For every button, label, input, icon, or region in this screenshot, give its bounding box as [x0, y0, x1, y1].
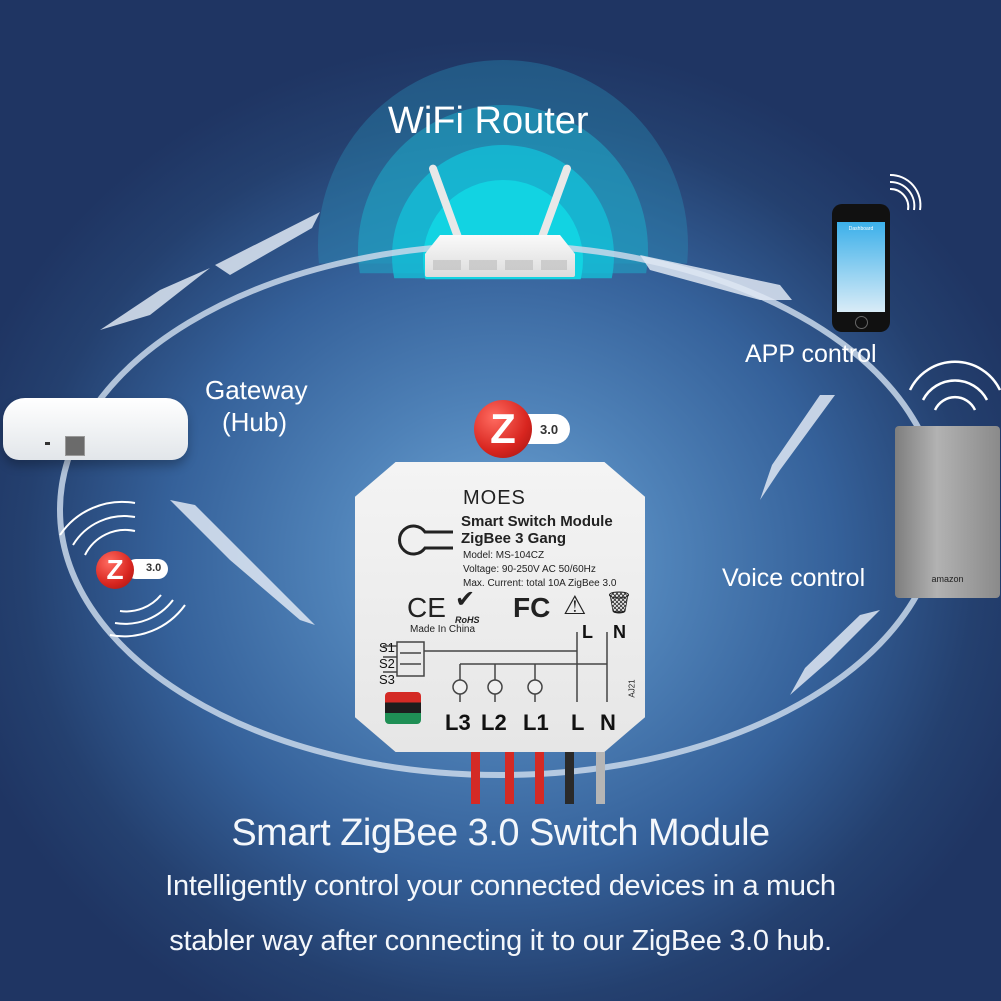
zigbee-logo-icon: Z	[96, 551, 134, 589]
wire-n	[596, 752, 605, 804]
gateway-label-line2: (Hub)	[222, 407, 288, 437]
weee-bin-icon: 🗑	[605, 590, 633, 615]
module-current: Max. Current: total 10A ZigBee 3.0	[463, 578, 617, 589]
module-name: Smart Switch Module	[461, 513, 613, 530]
phone-home-button	[855, 316, 868, 329]
router-antenna-right	[537, 163, 573, 242]
headline: Smart ZigBee 3.0 Switch Module	[231, 812, 770, 854]
arrow-to-app	[640, 255, 792, 300]
wiring-diagram	[383, 632, 608, 702]
smart-speaker: amazon	[895, 426, 1000, 598]
wire-l	[565, 752, 574, 804]
app-control-label: APP control	[745, 340, 877, 368]
arrow-from-voice-1	[760, 395, 835, 500]
module-voltage: Voltage: 90-250V AC 50/60Hz	[463, 564, 596, 575]
zigbee-logo-icon: Z	[474, 400, 532, 458]
smartphone: Dashboard	[832, 204, 890, 332]
router-device	[425, 160, 575, 280]
gateway-usb-port	[45, 442, 50, 445]
module-side-code: AJ21	[627, 679, 637, 698]
module-brand: MOES	[463, 487, 526, 509]
arrow-to-router	[215, 212, 320, 275]
phone-wifi-signal-icon	[889, 173, 922, 211]
fcc-mark-icon: FC	[513, 592, 551, 623]
ce-mark-icon: CE	[407, 592, 446, 623]
arrow-gateway-module	[170, 500, 315, 625]
gateway-zigbee-signal-icon	[59, 500, 186, 638]
router-label: WiFi Router	[388, 100, 589, 142]
wire-l3	[471, 752, 480, 804]
gateway-hub	[3, 398, 188, 460]
arrow-to-gateway	[100, 268, 210, 330]
gateway-ethernet-port	[65, 436, 85, 456]
description-line-2: stabler way after connecting it to our Z…	[169, 925, 832, 957]
arrow-from-voice-2	[790, 610, 880, 695]
module-origin: Made In China	[410, 624, 476, 635]
voice-control-label: Voice control	[722, 564, 866, 592]
switch-module: MOES Smart Switch Module ZigBee 3 Gang M…	[355, 462, 645, 752]
module-logo-keyhole-icon	[398, 524, 453, 556]
speaker-brand: amazon	[931, 574, 964, 584]
wire-l1	[535, 752, 544, 804]
phone-screen: Dashboard	[837, 222, 885, 312]
gateway-label-line1: Gateway	[205, 375, 308, 405]
high-voltage-warning-icon: ⚠	[563, 590, 587, 620]
router-antenna-left	[427, 163, 463, 242]
wire-bundle-icon	[385, 692, 421, 724]
wire-l2	[505, 752, 514, 804]
router-body	[425, 235, 575, 277]
description-line-1: Intelligently control your connected dev…	[165, 870, 836, 902]
rohs-mark-icon: ✔RoHS	[455, 586, 480, 626]
module-type: ZigBee 3 Gang	[461, 530, 567, 547]
module-model: Model: MS-104CZ	[463, 550, 545, 561]
speaker-wifi-signal-icon	[908, 360, 1001, 411]
